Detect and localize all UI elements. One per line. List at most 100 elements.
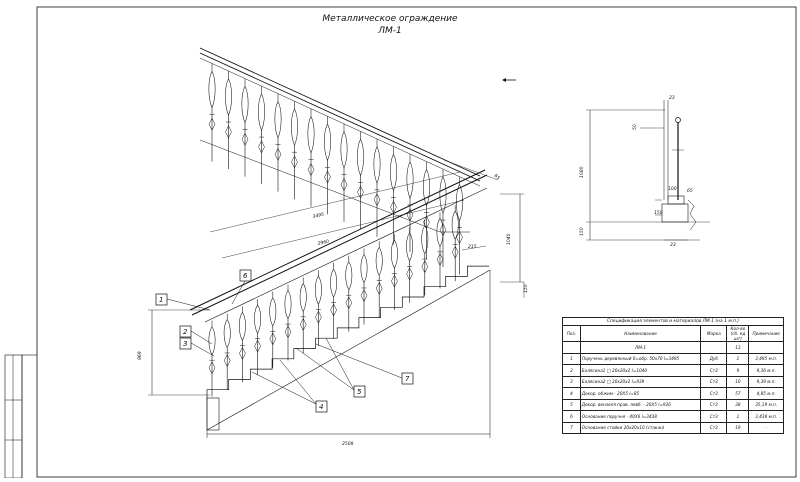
upper-baluster-diamond	[258, 140, 265, 154]
upper-baluster	[274, 93, 282, 139]
dim-215: 215	[468, 244, 477, 250]
callout-6: 6	[243, 272, 248, 280]
spec-mark: Ст3	[700, 410, 728, 423]
lower-baluster	[436, 212, 444, 248]
spec-qty: 1	[726, 410, 750, 423]
dim-1080: 1080	[579, 166, 585, 178]
upper-baluster-diamond	[274, 147, 282, 161]
lower-baluster-diamond	[299, 317, 307, 332]
spec-qty: 10	[726, 375, 750, 388]
upper-baluster	[324, 116, 331, 162]
lower-baluster	[299, 277, 307, 313]
spec-name: Основание поручня - 40Х6 l=3438	[579, 410, 702, 423]
upper-baluster	[208, 63, 216, 109]
spec-group-qty: 13	[726, 341, 750, 354]
dim-65-right: 65	[687, 188, 693, 194]
margin-strip	[4, 354, 23, 479]
upper-baluster	[373, 138, 381, 184]
lower-baluster-diamond	[345, 296, 353, 310]
lower-baluster-diamond	[391, 274, 398, 288]
upper-baluster	[258, 86, 265, 131]
bottom-post-base	[206, 397, 220, 431]
spec-note: 3,438 м.п.	[748, 410, 784, 423]
lower-baluster	[345, 255, 353, 291]
upper-baluster	[340, 123, 348, 169]
spec-header-name: Наименование	[579, 325, 702, 342]
dim-50: 50	[632, 124, 638, 130]
spec-qty: 19	[726, 421, 750, 434]
dim-150-right: 150	[579, 227, 585, 236]
upper-handrail-bottom	[199, 52, 481, 182]
spec-caption: Спецификация элементов и материалов ЛМ-1…	[562, 317, 784, 325]
upper-baluster-diamond	[208, 117, 216, 131]
lower-baluster	[238, 306, 246, 341]
spec-group-row: ЛМ-1 13	[562, 341, 784, 354]
spec-mark: Ст3	[700, 375, 728, 388]
lower-baluster-diamond	[421, 260, 429, 274]
spec-name: Декор. вензеля прав. левб. - 20Х5 l=926	[579, 398, 702, 411]
dimension-labels: 2508 969 1040 150 3495 2960 215 65	[137, 173, 529, 447]
dim-23-top: 23	[669, 95, 675, 101]
railing-drawing	[189, 47, 491, 431]
dim-150-small: 150	[654, 210, 663, 216]
lower-baluster-diamond	[360, 289, 368, 303]
spec-note: -	[748, 421, 784, 434]
lower-baluster-diamond	[208, 361, 216, 375]
callout-3: 3	[183, 340, 187, 348]
spec-group-name: ЛМ-1	[579, 341, 702, 354]
callouts: 1 2 3 4 5 6 7	[155, 269, 414, 413]
drawing-title: Металлическое ограждение	[322, 14, 458, 24]
lower-handrail-base	[204, 187, 488, 323]
spec-pos: 3	[562, 375, 581, 388]
upper-baluster	[439, 169, 447, 214]
spec-note: 9,39 м.п.	[748, 375, 784, 388]
upper-stringer	[199, 139, 470, 233]
lower-baluster	[406, 226, 414, 262]
lower-baluster	[208, 320, 216, 356]
sheet-frame	[36, 6, 797, 478]
lower-baluster	[390, 234, 398, 269]
spec-mark: Ст3	[700, 387, 728, 400]
dim-100: 100	[668, 186, 677, 192]
upper-baluster-diamond	[307, 162, 315, 177]
spec-pos: 7	[562, 421, 581, 434]
spec-name: Декор. обжим - 20Х5 l=85	[579, 387, 702, 400]
spec-pos: 6	[562, 410, 581, 423]
specification-table: Спецификация элементов и материалов ЛМ-1…	[562, 317, 784, 434]
lower-baluster	[451, 205, 459, 240]
spec-header-mark: Марка	[700, 325, 728, 342]
spec-qty: 38	[726, 398, 750, 411]
spec-pos: 1	[562, 352, 581, 365]
lower-baluster	[269, 291, 277, 327]
direction-arrow	[502, 78, 516, 82]
lower-stringer	[206, 269, 491, 431]
spec-mark: Ст3	[700, 364, 728, 377]
section-detail: 1080 150 23 50 65 100 23 150	[579, 95, 710, 248]
dim-969: 969	[137, 351, 143, 360]
upper-baluster	[307, 108, 315, 154]
dim-65-top: 65	[493, 173, 501, 181]
upper-baluster	[390, 146, 397, 192]
spec-qty: 57	[726, 387, 750, 400]
dim-2508: 2508	[342, 441, 354, 447]
dim-1040: 1040	[506, 233, 512, 245]
lower-baluster-diamond	[284, 325, 292, 339]
lower-baluster	[375, 241, 383, 276]
lower-baluster-diamond	[330, 303, 337, 317]
spec-name: Поручень деревянный 0=обр. 50х70 l=3495	[579, 352, 702, 365]
callout-1: 1	[159, 296, 163, 304]
upper-baluster-diamond	[241, 132, 249, 146]
spec-name: Балясина1 □ 20х20х2 l=1040	[579, 364, 702, 377]
spec-note: 4,85 м.п.	[748, 387, 784, 400]
upper-baluster-diamond	[324, 170, 331, 184]
lower-baluster-diamond	[406, 267, 413, 281]
lower-baluster-diamond	[375, 281, 383, 295]
